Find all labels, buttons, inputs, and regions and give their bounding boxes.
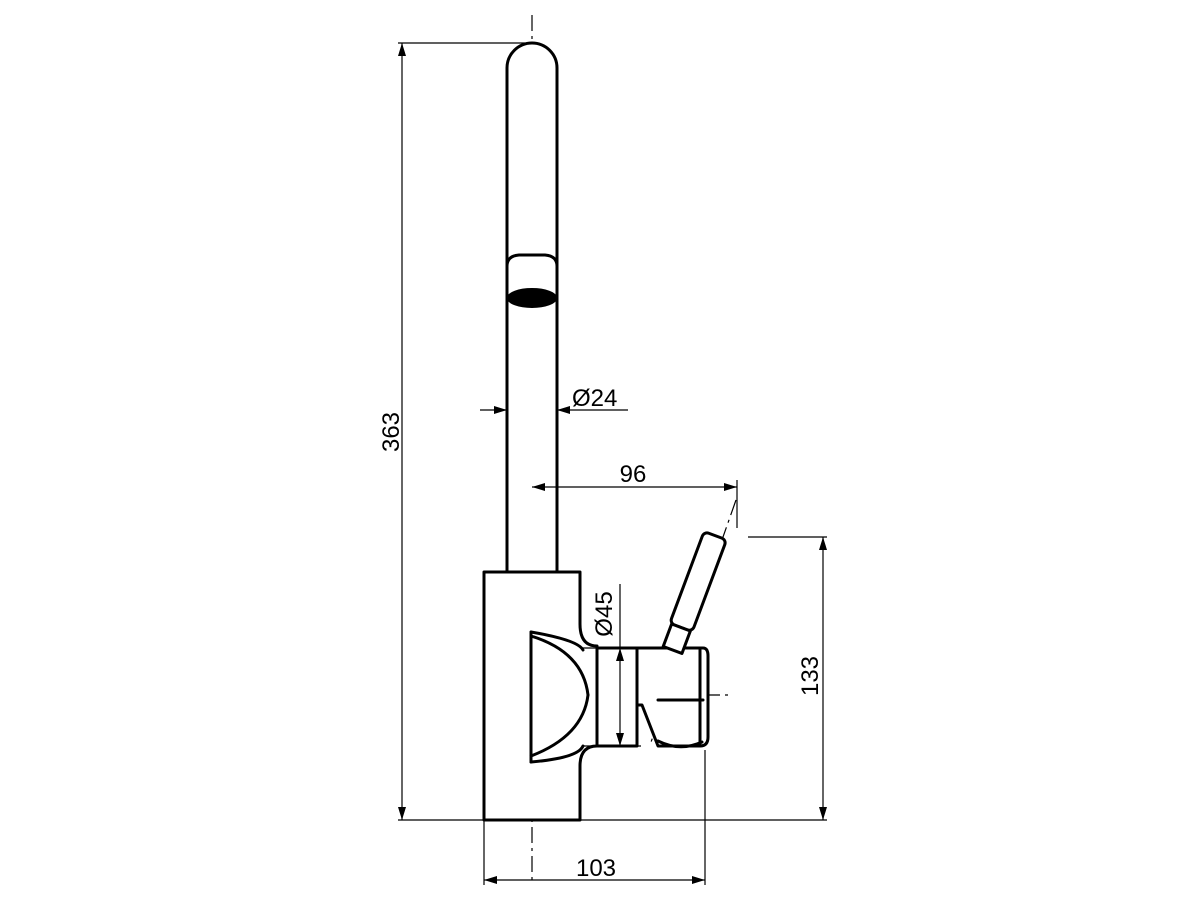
dimension-body-diameter: Ø45 bbox=[583, 584, 641, 747]
housing-top-curve bbox=[529, 630, 585, 652]
cartridge-collar bbox=[595, 646, 639, 748]
housing-lower-sweep bbox=[529, 693, 590, 758]
lever-knob bbox=[635, 646, 710, 748]
dimension-spout-diameter: Ø24 bbox=[480, 385, 628, 414]
dimension-overall-height: 363 bbox=[378, 42, 525, 821]
overall-height-label: 363 bbox=[378, 412, 405, 452]
spout-diameter-label: Ø24 bbox=[572, 385, 617, 412]
faucet-body bbox=[482, 41, 727, 822]
dimension-overall-depth: 103 bbox=[483, 750, 706, 885]
lever-reach-label: 96 bbox=[620, 461, 647, 488]
base-block bbox=[482, 570, 599, 822]
aerator-ring bbox=[505, 253, 559, 289]
housing-bottom-curve bbox=[529, 744, 585, 764]
overall-depth-label: 103 bbox=[576, 855, 616, 882]
housing-upper-sweep bbox=[529, 634, 590, 697]
lever-height-label: 133 bbox=[797, 656, 824, 696]
lever-grip bbox=[669, 531, 727, 632]
aerator-outlet bbox=[507, 288, 557, 308]
lever-handle bbox=[661, 531, 727, 655]
knob-bottom-cap bbox=[656, 739, 704, 749]
lever-stem bbox=[661, 622, 692, 655]
dimension-lever-reach: 96 bbox=[532, 461, 738, 528]
body-diameter-label: Ø45 bbox=[591, 591, 618, 636]
dimension-lever-height: 133 bbox=[580, 536, 827, 821]
